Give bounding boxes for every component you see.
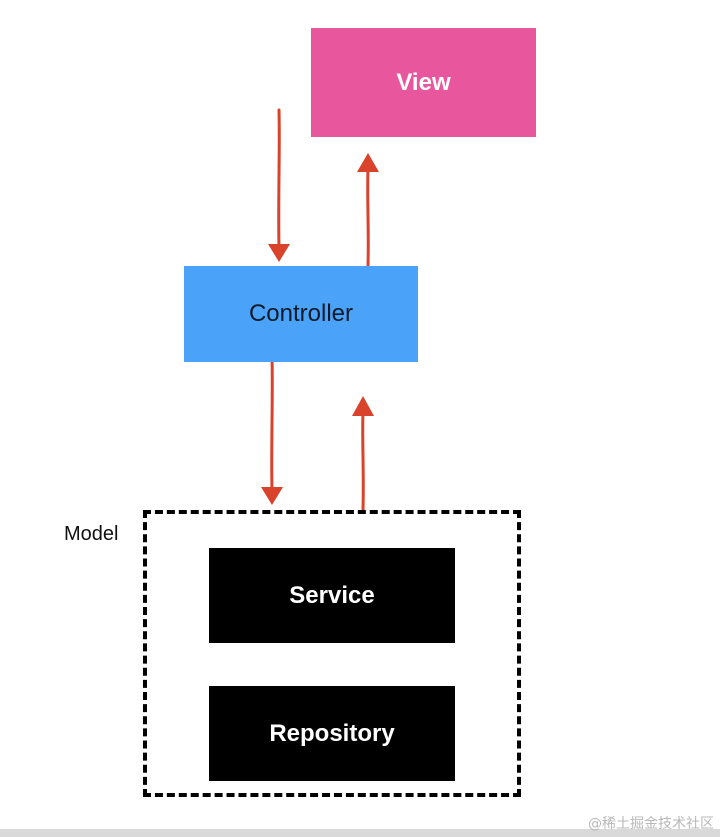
repository-box: Repository <box>209 686 455 781</box>
repository-label: Repository <box>269 719 395 747</box>
service-box: Service <box>209 548 455 643</box>
view-label: View <box>396 68 451 96</box>
arrow-to-controller-from-model <box>352 396 374 512</box>
watermark: @稀土掘金技术社区 <box>588 816 714 832</box>
model-label: Model <box>64 523 119 545</box>
controller-box: Controller <box>184 266 418 362</box>
arrow-to-model <box>261 352 283 505</box>
arrow-to-view <box>357 153 379 268</box>
view-box: View <box>311 28 536 137</box>
bottom-bar <box>0 829 720 837</box>
service-label: Service <box>289 581 375 609</box>
arrow-to-controller <box>268 108 290 262</box>
controller-label: Controller <box>248 300 354 327</box>
model-frame <box>143 510 521 797</box>
